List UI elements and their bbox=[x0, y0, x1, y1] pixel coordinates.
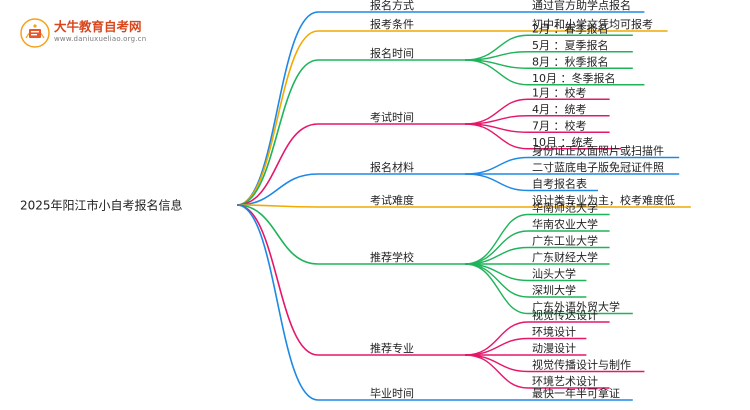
leaf-label: 最快一年半可拿证 bbox=[532, 386, 620, 400]
leaf-label: 2月 ：春季报名 bbox=[532, 21, 609, 35]
branch-connector bbox=[236, 204, 465, 265]
leaf-connector bbox=[464, 213, 610, 265]
book-logo-icon bbox=[20, 18, 50, 48]
logo: 大牛教育自考网 www.daniuxueliao.org.cn bbox=[20, 14, 146, 50]
leaf-label: 10月 ：统考 bbox=[532, 136, 594, 149]
leaf-label: 设计类专业为主，校考难度低 bbox=[532, 193, 675, 207]
leaf-label: 身份证正反面照片或扫描件 bbox=[532, 144, 664, 158]
leaf-label: 广东外语外贸大学 bbox=[532, 300, 620, 314]
leaf-label: 二寸蓝底电子版免冠证件照 bbox=[532, 160, 664, 174]
leaf-connector bbox=[464, 59, 645, 86]
leaf-label: 7月 ：校考 bbox=[532, 118, 587, 132]
branch-label: 报考条件 bbox=[370, 17, 414, 31]
root-topic: 2025年阳江市小自考报名信息 bbox=[20, 198, 183, 213]
branch-connector bbox=[236, 123, 465, 206]
leaf-connector bbox=[464, 263, 633, 315]
leaf-connector bbox=[464, 354, 610, 389]
branch-connector bbox=[236, 204, 465, 356]
leaf-label: 广东财经大学 bbox=[532, 250, 598, 264]
branch-label: 考试难度 bbox=[370, 193, 414, 207]
leaf-label: 广东工业大学 bbox=[532, 234, 598, 248]
branch-label: 考试时间 bbox=[370, 111, 414, 124]
leaf-label: 环境设计 bbox=[532, 325, 576, 339]
leaf-label: 动漫设计 bbox=[532, 341, 576, 355]
leaf-label: 视觉传达设计 bbox=[532, 308, 598, 322]
leaf-label: 视觉传播设计与制作 bbox=[532, 358, 631, 372]
branch-label: 推荐学校 bbox=[370, 250, 414, 264]
branch-label: 报名方式 bbox=[370, 0, 414, 12]
leaf-label: 华南师范大学 bbox=[532, 201, 598, 215]
branch-connector bbox=[236, 59, 465, 206]
leaf-connector bbox=[464, 123, 622, 150]
branch-label: 报名时间 bbox=[370, 46, 414, 60]
branch-connector bbox=[236, 204, 465, 208]
leaf-label: 深圳大学 bbox=[532, 283, 576, 297]
leaf-label: 5月 ：夏季报名 bbox=[532, 38, 609, 52]
leaf-label: 1月 ：校考 bbox=[532, 85, 587, 99]
leaf-label: 10月 ：冬季报名 bbox=[532, 71, 616, 85]
leaf-label: 汕头大学 bbox=[532, 267, 576, 281]
branch-label: 报名材料 bbox=[370, 160, 414, 174]
logo-title: 大牛教育自考网 bbox=[54, 19, 142, 34]
branch-label: 毕业时间 bbox=[370, 387, 414, 400]
leaf-connector bbox=[464, 173, 598, 192]
branch-label: 推荐专业 bbox=[370, 341, 414, 355]
logo-subtitle: www.daniuxueliao.org.cn bbox=[54, 35, 147, 43]
branch-connector bbox=[236, 204, 465, 401]
leaf-label: 自考报名表 bbox=[532, 177, 587, 191]
leaf-label: 环境艺术设计 bbox=[532, 374, 598, 388]
branch-connector bbox=[236, 30, 465, 206]
leaf-label: 通过官方助学点报名 bbox=[532, 0, 631, 12]
leaf-label: 8月 ：秋季报名 bbox=[532, 54, 609, 68]
leaf-label: 初中和小学文凭均可报考 bbox=[532, 17, 653, 31]
leaf-connector bbox=[464, 230, 610, 265]
leaf-label: 4月 ：统考 bbox=[532, 103, 587, 116]
branch-connector bbox=[236, 173, 465, 206]
leaf-label: 华南农业大学 bbox=[532, 217, 598, 231]
leaf-connector bbox=[464, 321, 610, 356]
